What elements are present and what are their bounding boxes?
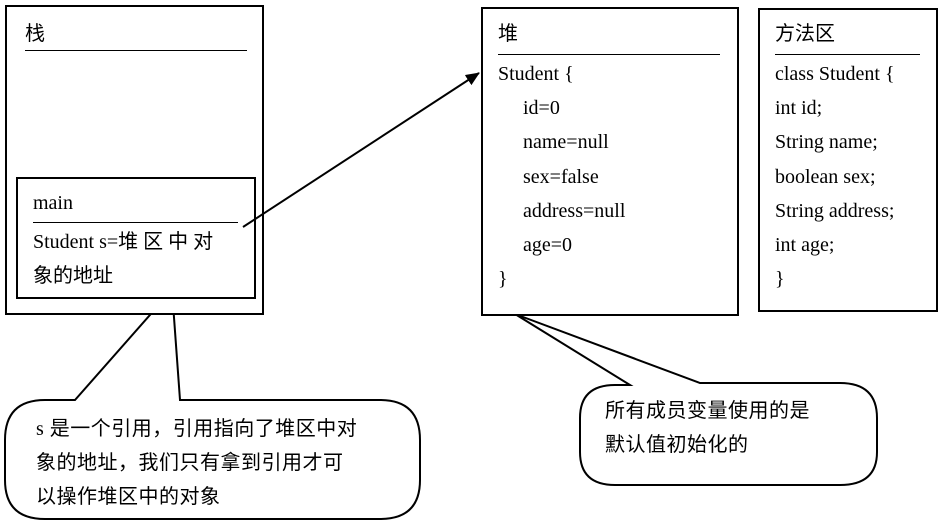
method-area-line-4: String address; (775, 200, 895, 222)
heap-title: 堆 (498, 23, 518, 45)
defaults-callout-shape (514, 313, 878, 486)
method-area-title: 方法区 (775, 23, 835, 45)
reference-callout-line3: 以操作堆区中的对象 (36, 486, 221, 508)
method-area-line-5: int age; (775, 234, 835, 256)
heap-box: 堆 Student { id=0 name=null sex=false add… (481, 7, 739, 316)
heap-line-0: Student { (498, 63, 574, 85)
reference-callout-text: s 是一个引用，引用指向了堆区中对 象的地址，我们只有拿到引用才可 以操作堆区中… (36, 412, 357, 514)
main-frame: main Student s=堆 区 中 对 象的地址 (16, 177, 256, 299)
defaults-callout-text: 所有成员变量使用的是 默认值初始化的 (605, 394, 810, 462)
method-area-line-1: int id; (775, 97, 823, 119)
heap-line-5: age=0 (523, 234, 573, 256)
defaults-callout-line2: 默认值初始化的 (605, 434, 749, 456)
method-area-line-6: } (775, 268, 785, 290)
reference-callout-shape (4, 287, 421, 520)
method-area-box: 方法区 class Student { int id; String name;… (758, 8, 938, 312)
main-frame-line2: 象的地址 (33, 265, 113, 287)
stack-title: 栈 (25, 23, 45, 45)
heap-line-4: address=null (523, 200, 626, 222)
reference-callout-line2: 象的地址，我们只有拿到引用才可 (36, 452, 344, 474)
heap-line-1: id=0 (523, 97, 560, 119)
stack-title-rule (25, 50, 247, 51)
method-area-line-3: boolean sex; (775, 166, 876, 188)
main-frame-line1: Student s=堆 区 中 对 (33, 231, 214, 253)
heap-line-6: } (498, 268, 508, 290)
heap-line-2: name=null (523, 131, 609, 153)
method-area-line-2: String name; (775, 131, 878, 153)
main-frame-rule (33, 222, 238, 223)
stack-box: 栈 main Student s=堆 区 中 对 象的地址 (5, 5, 264, 315)
main-frame-title: main (33, 192, 73, 214)
heap-line-3: sex=false (523, 166, 599, 188)
defaults-callout-line1: 所有成员变量使用的是 (605, 400, 810, 422)
method-area-title-rule (775, 54, 920, 55)
reference-callout-line1: s 是一个引用，引用指向了堆区中对 (36, 418, 358, 440)
method-area-line-0: class Student { (775, 63, 895, 85)
heap-title-rule (498, 54, 720, 55)
